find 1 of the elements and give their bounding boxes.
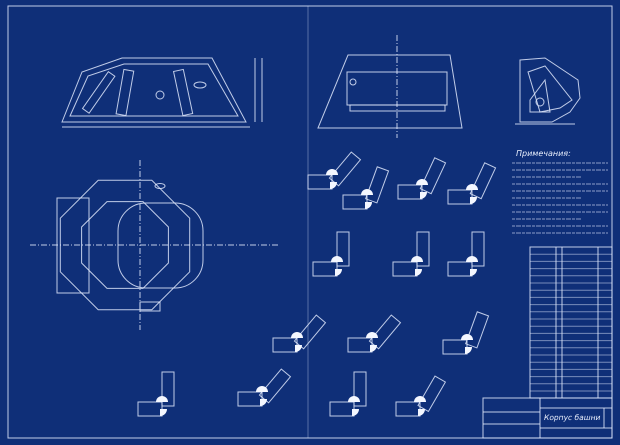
- notes-heading: Примечания:: [516, 150, 571, 158]
